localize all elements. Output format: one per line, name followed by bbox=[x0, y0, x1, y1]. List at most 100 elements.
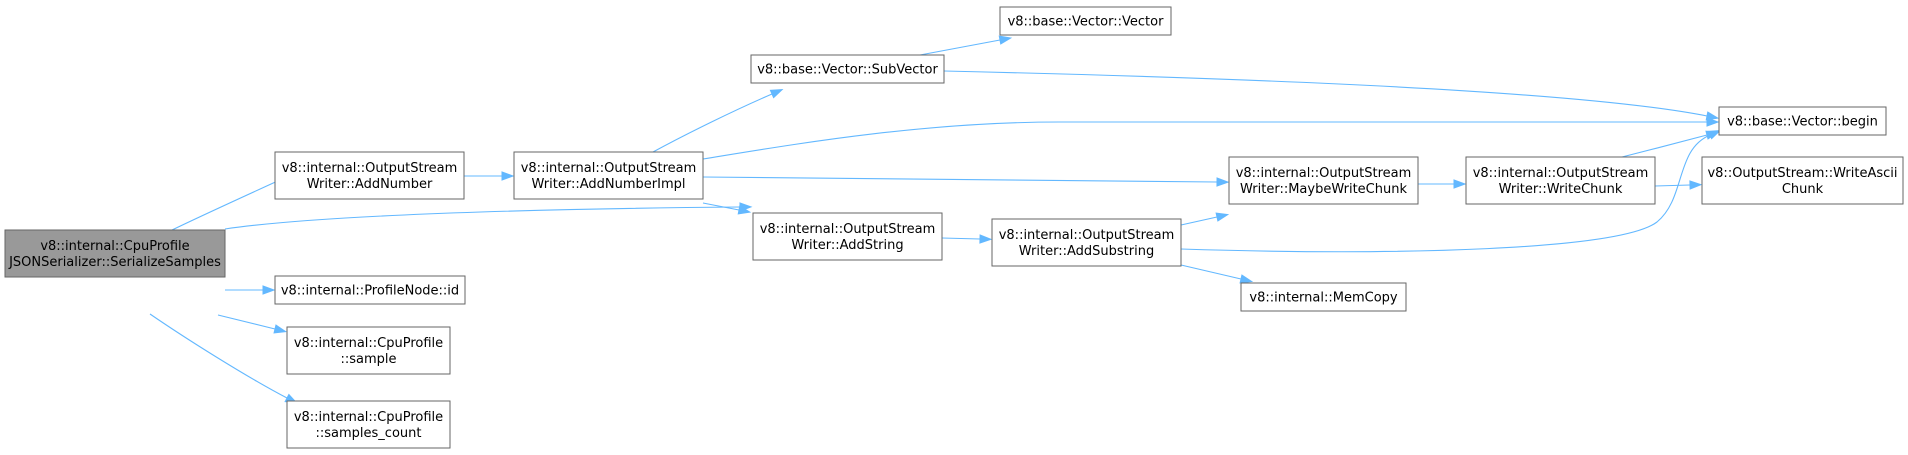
edge-root-to-addstring bbox=[224, 202, 753, 230]
node-box bbox=[991, 218, 1182, 267]
node-addnumber[interactable]: v8::internal::OutputStreamWriter::AddNum… bbox=[274, 151, 465, 200]
node-sample[interactable]: v8::internal::CpuProfile::sample bbox=[286, 326, 451, 375]
node-label-line: v8::base::Vector::SubVector bbox=[757, 63, 938, 78]
edge-addnumberimpl-to-subvector bbox=[652, 89, 784, 153]
arrowhead bbox=[979, 234, 993, 244]
edge-subvector-to-vector bbox=[919, 35, 1013, 56]
edge-line bbox=[1654, 184, 1691, 187]
node-nodeid[interactable]: v8::internal::ProfileNode::id bbox=[274, 275, 466, 305]
edge-line bbox=[941, 237, 981, 240]
edge-writechunk-to-begin bbox=[1621, 130, 1720, 158]
node-label-line: v8::base::Vector::begin bbox=[1727, 115, 1878, 130]
node-subvector[interactable]: v8::base::Vector::SubVector bbox=[750, 54, 945, 84]
node-root[interactable]: v8::internal::CpuProfileJSONSerializer::… bbox=[4, 229, 226, 278]
edge-line bbox=[1180, 264, 1242, 280]
arrowhead bbox=[1239, 274, 1254, 284]
node-label-line: v8::base::Vector::Vector bbox=[1008, 15, 1165, 30]
node-box bbox=[1718, 106, 1887, 136]
node-label-line: v8::internal::OutputStream bbox=[1236, 166, 1412, 181]
node-label-line: Writer::WriteChunk bbox=[1499, 182, 1623, 197]
node-label-line: Writer::AddNumber bbox=[307, 177, 433, 192]
edge-line bbox=[1180, 134, 1711, 253]
arrowhead bbox=[1215, 212, 1230, 222]
node-vector[interactable]: v8::base::Vector::Vector bbox=[999, 6, 1172, 36]
node-label-line: ::samples_count bbox=[316, 426, 422, 441]
arrowhead bbox=[1689, 180, 1703, 190]
node-maybewritechunk[interactable]: v8::internal::OutputStreamWriter::MaybeW… bbox=[1228, 156, 1419, 205]
node-box bbox=[286, 400, 451, 449]
node-label-line: v8::OutputStream::WriteAscii bbox=[1707, 166, 1897, 181]
node-label-line: v8::internal::OutputStream bbox=[999, 228, 1175, 243]
node-addstring[interactable]: v8::internal::OutputStreamWriter::AddStr… bbox=[752, 212, 943, 261]
edges-layer bbox=[149, 35, 1722, 404]
node-label-line: v8::internal::CpuProfile bbox=[294, 336, 443, 351]
edge-root-to-nodeid bbox=[225, 285, 276, 295]
node-label-line: ::sample bbox=[340, 352, 396, 367]
node-begin[interactable]: v8::base::Vector::begin bbox=[1718, 106, 1887, 136]
arrowhead bbox=[998, 35, 1013, 45]
arrowhead bbox=[769, 89, 784, 99]
node-box bbox=[286, 326, 451, 375]
node-box bbox=[1701, 156, 1904, 205]
node-label-line: v8::internal::MemCopy bbox=[1249, 291, 1398, 306]
node-box bbox=[999, 6, 1172, 36]
node-label-line: v8::internal::OutputStream bbox=[282, 161, 458, 176]
edge-root-to-sample bbox=[217, 314, 288, 334]
arrowhead bbox=[737, 205, 752, 215]
node-label-line: Writer::MaybeWriteChunk bbox=[1240, 182, 1407, 197]
node-box bbox=[513, 151, 704, 200]
node-label-line: Writer::AddNumberImpl bbox=[532, 177, 686, 192]
edge-subvector-to-begin bbox=[943, 70, 1720, 121]
node-box bbox=[1228, 156, 1419, 205]
edge-root-to-samplescount bbox=[149, 313, 299, 404]
edge-writechunk-to-writeascii bbox=[1654, 180, 1703, 190]
edge-line bbox=[943, 70, 1708, 117]
edge-line bbox=[224, 206, 741, 230]
node-label-line: v8::internal::CpuProfile bbox=[294, 410, 443, 425]
node-label-line: v8::internal::OutputStream bbox=[760, 222, 936, 237]
node-box bbox=[4, 229, 226, 278]
node-box bbox=[750, 54, 945, 84]
node-box bbox=[274, 275, 466, 305]
node-box bbox=[1240, 282, 1407, 312]
edge-line bbox=[919, 39, 1001, 56]
arrowhead bbox=[1705, 111, 1720, 121]
edge-addstring-to-addsubstring bbox=[941, 234, 993, 244]
node-label-line: v8::internal::OutputStream bbox=[1473, 166, 1649, 181]
node-memcopy[interactable]: v8::internal::MemCopy bbox=[1240, 282, 1407, 312]
node-samplescount[interactable]: v8::internal::CpuProfile::samples_count bbox=[286, 400, 451, 449]
edge-addsubstring-to-memcopy bbox=[1180, 264, 1254, 284]
node-box bbox=[1465, 156, 1656, 205]
edge-line bbox=[149, 313, 288, 399]
node-label-line: JSONSerializer::SerializeSamples bbox=[8, 255, 221, 270]
edge-addnumberimpl-to-maybewritechunk bbox=[702, 176, 1230, 187]
node-addsubstring[interactable]: v8::internal::OutputStreamWriter::AddSub… bbox=[991, 218, 1182, 267]
node-label-line: v8::internal::CpuProfile bbox=[40, 239, 189, 254]
edge-line bbox=[702, 121, 1707, 160]
node-box bbox=[274, 151, 465, 200]
nodes-layer: v8::internal::CpuProfileJSONSerializer::… bbox=[4, 6, 1904, 449]
edge-addnumberimpl-to-begin bbox=[702, 117, 1720, 160]
arrowhead bbox=[1453, 179, 1467, 189]
edge-line bbox=[702, 202, 740, 211]
node-label-line: v8::internal::ProfileNode::id bbox=[281, 284, 459, 299]
node-label-line: Writer::AddString bbox=[791, 238, 903, 253]
edge-addnumber-to-addnumberimpl bbox=[464, 171, 515, 181]
node-label-line: Writer::AddSubstring bbox=[1019, 244, 1154, 259]
arrowhead bbox=[1705, 130, 1720, 140]
edge-line bbox=[702, 176, 1218, 183]
edge-line bbox=[1621, 134, 1708, 158]
arrowhead bbox=[262, 285, 276, 295]
edge-line bbox=[217, 314, 276, 330]
edge-line bbox=[652, 93, 773, 153]
node-label-line: v8::internal::OutputStream bbox=[521, 161, 697, 176]
edge-line bbox=[1180, 216, 1218, 226]
node-box bbox=[752, 212, 943, 261]
arrowhead bbox=[1216, 177, 1230, 187]
node-writechunk[interactable]: v8::internal::OutputStreamWriter::WriteC… bbox=[1465, 156, 1656, 205]
node-addnumberimpl[interactable]: v8::internal::OutputStreamWriter::AddNum… bbox=[513, 151, 704, 200]
edge-addnumberimpl-to-addstring bbox=[702, 202, 752, 215]
arrowhead bbox=[1706, 117, 1720, 127]
